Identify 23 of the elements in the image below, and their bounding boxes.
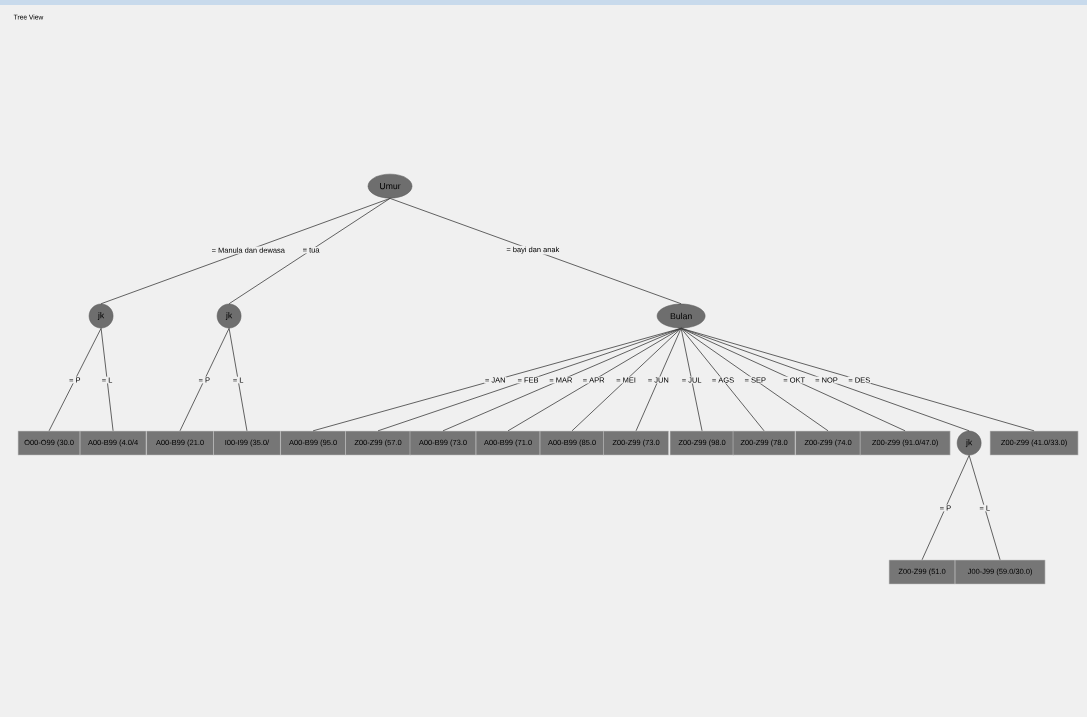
connector-line	[571, 327, 682, 432]
connector-line	[377, 327, 682, 432]
connector-line	[100, 327, 114, 432]
connector-line	[680, 327, 829, 432]
decision-node: Umur	[367, 173, 413, 199]
connector-line	[680, 327, 1035, 432]
connector-line	[680, 327, 703, 432]
decision-node: Bulan	[656, 303, 706, 329]
connector-line	[100, 197, 391, 305]
connector-line	[389, 197, 682, 305]
decision-node: jk	[956, 430, 982, 456]
connector-line	[179, 327, 230, 432]
connector-line	[968, 454, 1001, 561]
connector-line	[48, 327, 102, 432]
connector-line	[680, 327, 765, 432]
decision-node: jk	[88, 303, 114, 329]
connector-line	[507, 327, 682, 432]
connector-line	[228, 197, 391, 305]
decision-node: jk	[216, 303, 242, 329]
connector-line	[921, 454, 970, 561]
connector-line	[228, 327, 248, 432]
connector-line	[680, 327, 906, 432]
connector-line	[635, 327, 682, 432]
